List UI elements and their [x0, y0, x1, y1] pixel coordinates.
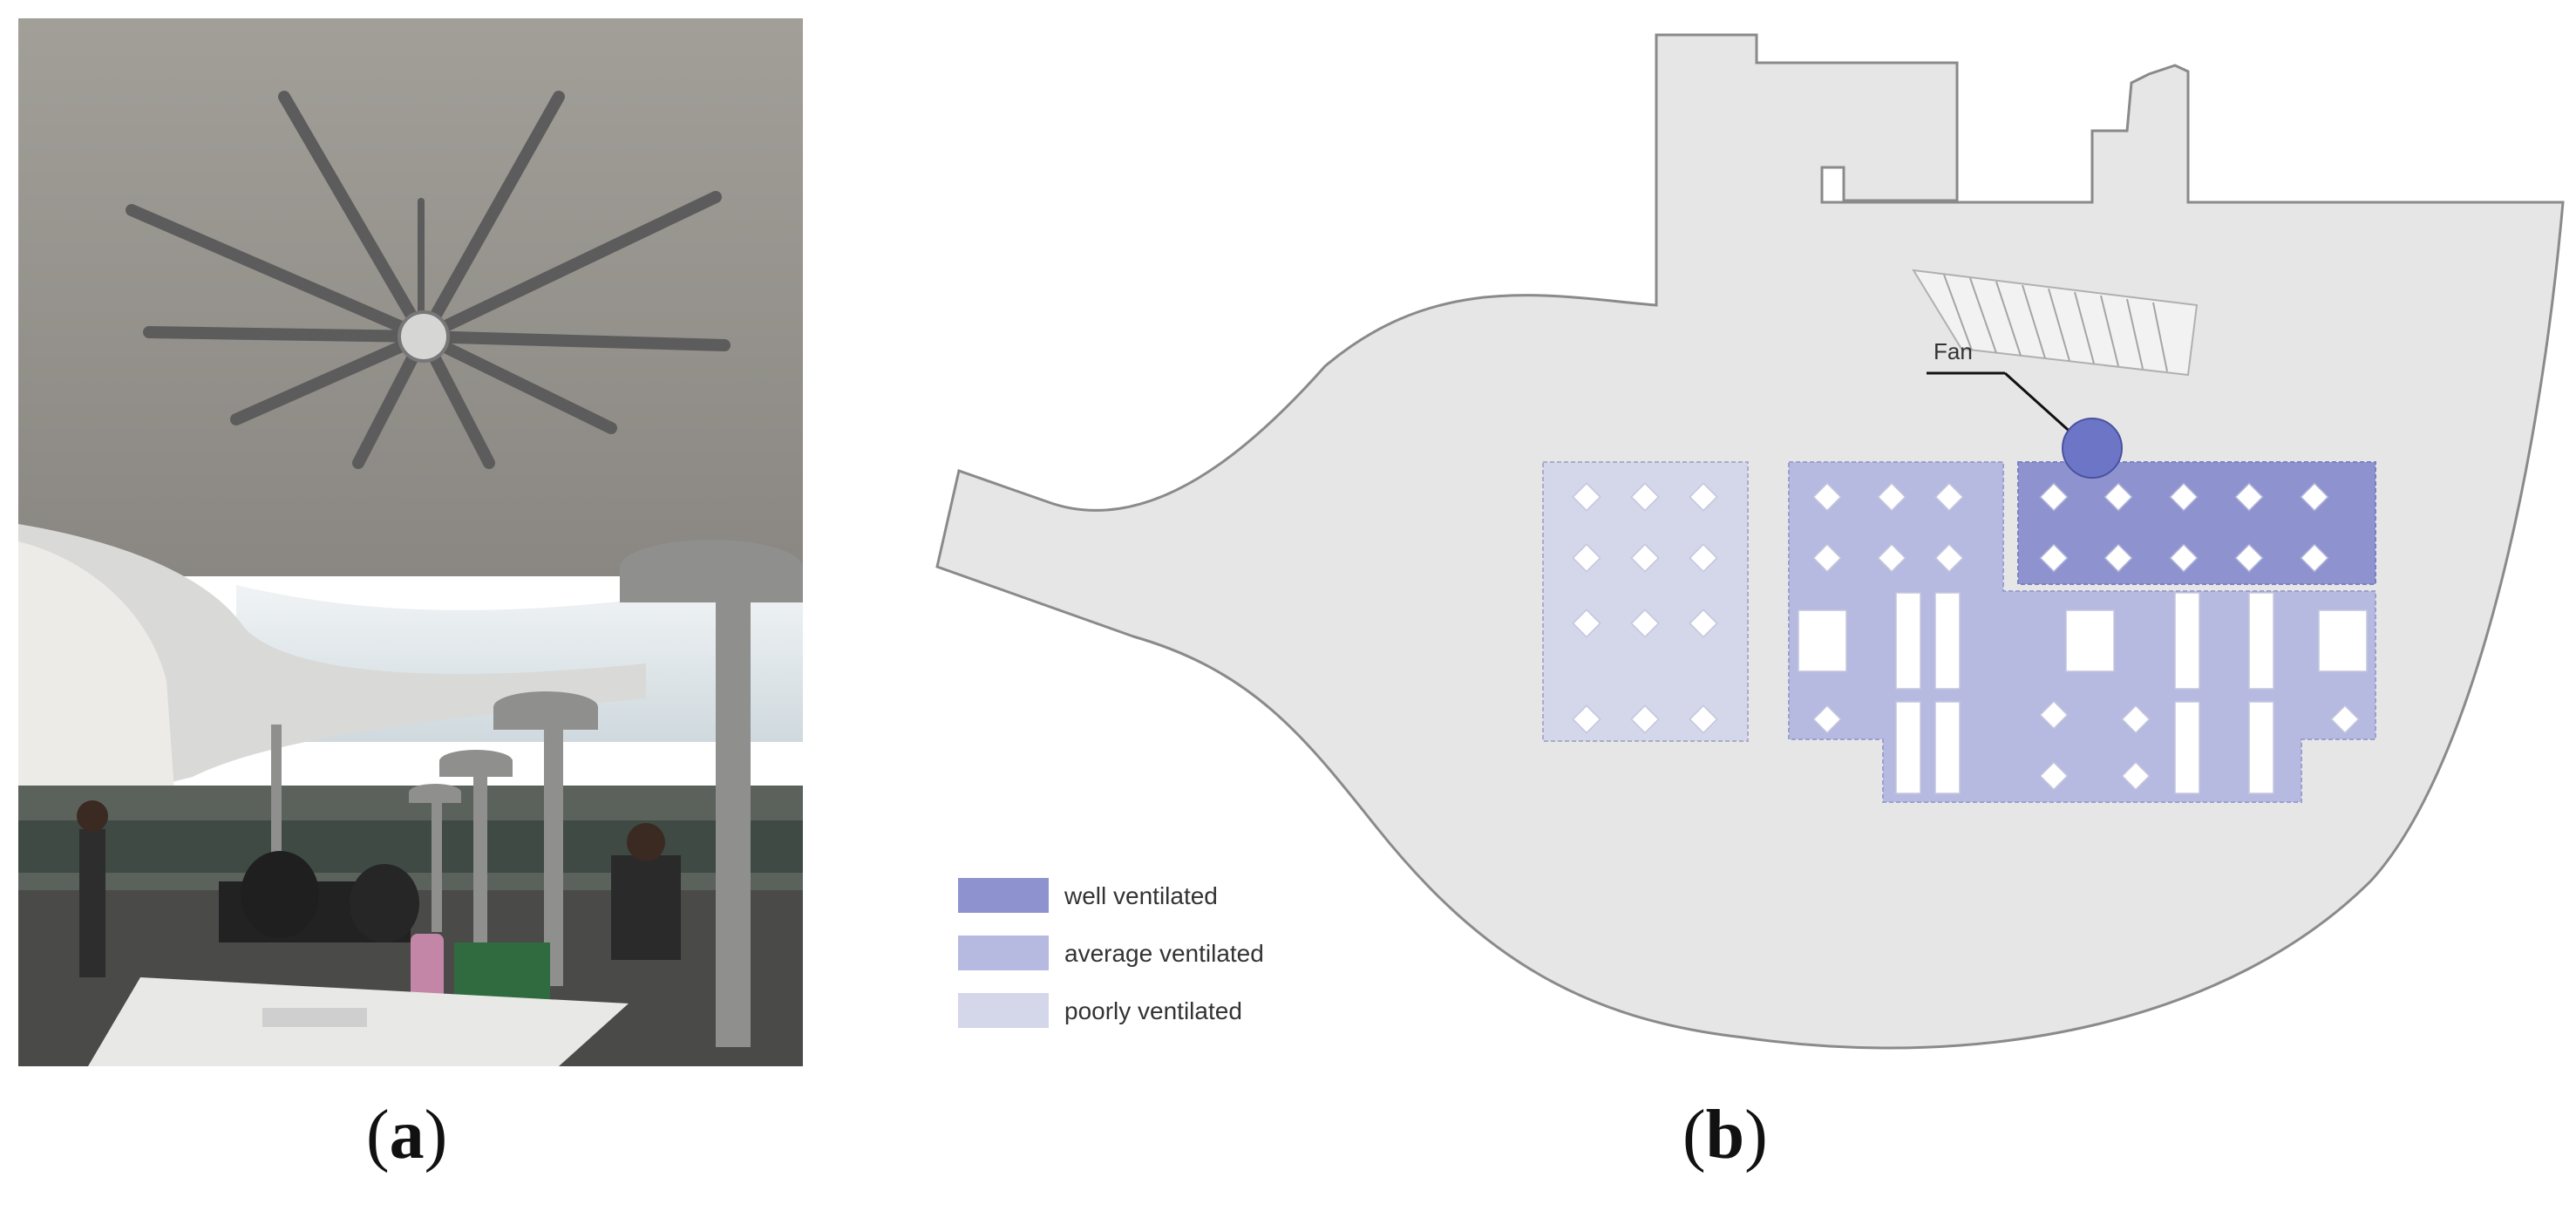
caption-a: (a): [366, 1097, 448, 1174]
canopy-edge: [18, 541, 175, 803]
legend-swatch-poor: [958, 993, 1049, 1028]
floor-plan-panel: Fan well ventilated average ventilated p…: [872, 9, 2572, 1072]
fan-leader-line-diagonal: [2003, 371, 2076, 438]
caption-a-label: a: [389, 1097, 425, 1174]
legend-swatch-average: [958, 935, 1049, 970]
ceiling-fan: [126, 91, 731, 469]
legend-label-poor: poorly ventilated: [1064, 997, 1242, 1024]
fan-label: Fan: [1934, 338, 1973, 364]
curved-canopy: [18, 524, 646, 803]
fan-symbol: [2062, 418, 2123, 479]
concrete-ceiling: [18, 18, 803, 576]
legend-label-average: average ventilated: [1064, 940, 1264, 967]
column-canopies: [271, 540, 803, 1047]
stair-treads: [1943, 274, 2168, 372]
staircase: [1912, 269, 2199, 377]
caption-b: (b): [1682, 1097, 1768, 1174]
ventilation-floor-plan: Fan well ventilated average ventilated p…: [935, 33, 2565, 1050]
tables-well-zone: [2039, 482, 2329, 573]
fan-hub: [398, 310, 450, 363]
tables-average-zone: [1812, 482, 2360, 791]
photo-panel: [18, 18, 803, 1066]
legend-swatch-well: [958, 878, 1049, 913]
ceiling-fan-photo: [18, 18, 803, 1066]
bench-tables: [1798, 592, 2368, 794]
green-backpack: [454, 942, 550, 1003]
caption-b-label: b: [1705, 1097, 1745, 1174]
people-and-tables: [77, 800, 681, 1066]
legend: well ventilated average ventilated poorl…: [958, 878, 1264, 1028]
legend-label-well: well ventilated: [1064, 882, 1218, 909]
zone-well-ventilated: [2017, 461, 2376, 585]
tables-poor-zone: [1572, 482, 1718, 734]
